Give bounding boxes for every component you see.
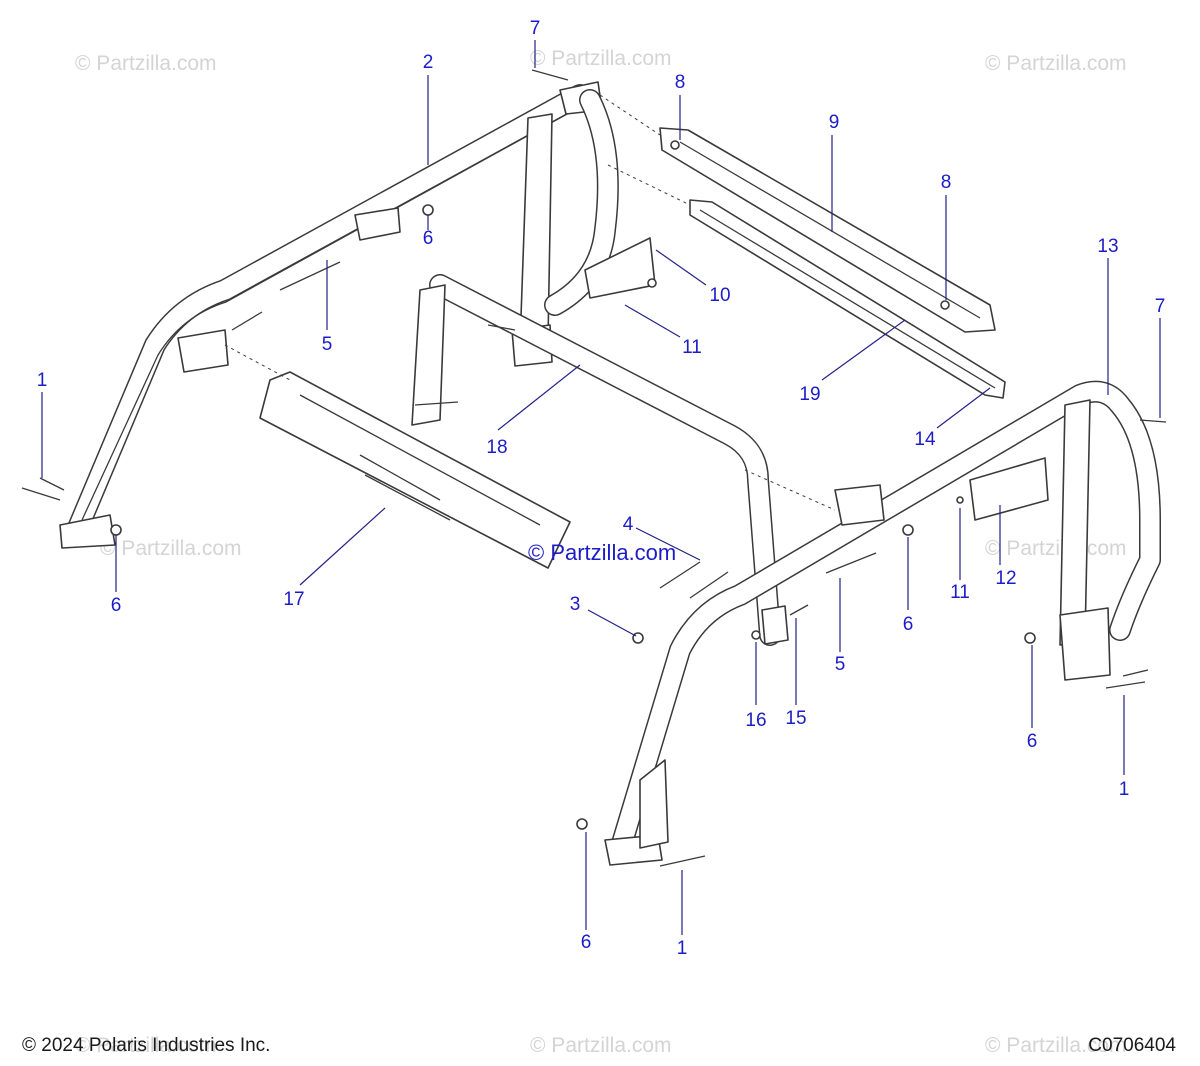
callout-17: 17	[283, 589, 304, 610]
fasteners	[21, 69, 1167, 867]
callout-14: 14	[914, 429, 936, 450]
callout-12: 12	[995, 568, 1016, 589]
callout-13: 13	[1097, 236, 1118, 257]
watermark: © Partzilla.com	[985, 52, 1127, 75]
callout-11: 11	[950, 582, 970, 603]
callout-10: 10	[709, 285, 730, 306]
callout-8: 8	[675, 72, 686, 93]
watermark: © Partzilla.com	[985, 1034, 1127, 1057]
panel-17	[259, 371, 571, 569]
center-watermark: © Partzilla.com	[528, 540, 676, 565]
callout-9: 9	[829, 112, 840, 133]
bracket-12	[969, 457, 1049, 521]
watermark: © Partzilla.com	[530, 1034, 672, 1057]
callout-leaders	[41, 40, 1161, 935]
callout-1: 1	[1119, 779, 1130, 800]
callout-7: 7	[530, 18, 541, 39]
callout-6: 6	[423, 228, 434, 249]
drawing-id: C0706404	[1088, 1035, 1176, 1056]
callout-1: 1	[37, 370, 48, 391]
callout-15: 15	[785, 708, 806, 729]
callout-11: 11	[682, 337, 702, 358]
watermark: © Partzilla.com	[100, 537, 242, 560]
watermarks: © Partzilla.com © Partzilla.com © Partzi…	[75, 47, 1127, 1057]
watermark: © Partzilla.com	[75, 52, 217, 75]
roof-rail-19	[689, 199, 1006, 399]
watermark: © Partzilla.com	[985, 537, 1127, 560]
callout-7: 7	[1155, 296, 1166, 317]
right-roll-bar	[604, 380, 1161, 866]
callout-labels: 1 2 3 4 5 6 6 7 8 9 8 10 11 13 7 19 18 1…	[37, 18, 1166, 959]
roof-rail-9	[659, 127, 996, 333]
watermark: © Partzilla.com	[75, 1034, 217, 1057]
callout-18: 18	[486, 437, 507, 458]
callout-4: 4	[623, 514, 634, 535]
callout-3: 3	[570, 594, 581, 615]
alignment-lines	[224, 94, 836, 511]
watermark: © Partzilla.com	[530, 47, 672, 70]
cross-bar-18	[411, 274, 789, 646]
callout-19: 19	[799, 384, 820, 405]
callout-16: 16	[745, 710, 766, 731]
callout-6: 6	[581, 932, 592, 953]
callout-2: 2	[423, 52, 434, 73]
callout-1: 1	[677, 938, 688, 959]
callout-5: 5	[322, 334, 333, 355]
callout-5: 5	[835, 654, 846, 675]
callout-6: 6	[111, 595, 122, 616]
callout-6: 6	[1027, 731, 1038, 752]
callout-8: 8	[941, 172, 952, 193]
left-rear-post	[511, 89, 619, 367]
copyright-notice: © 2024 Polaris Industries Inc.	[22, 1035, 271, 1056]
callout-6: 6	[903, 614, 914, 635]
